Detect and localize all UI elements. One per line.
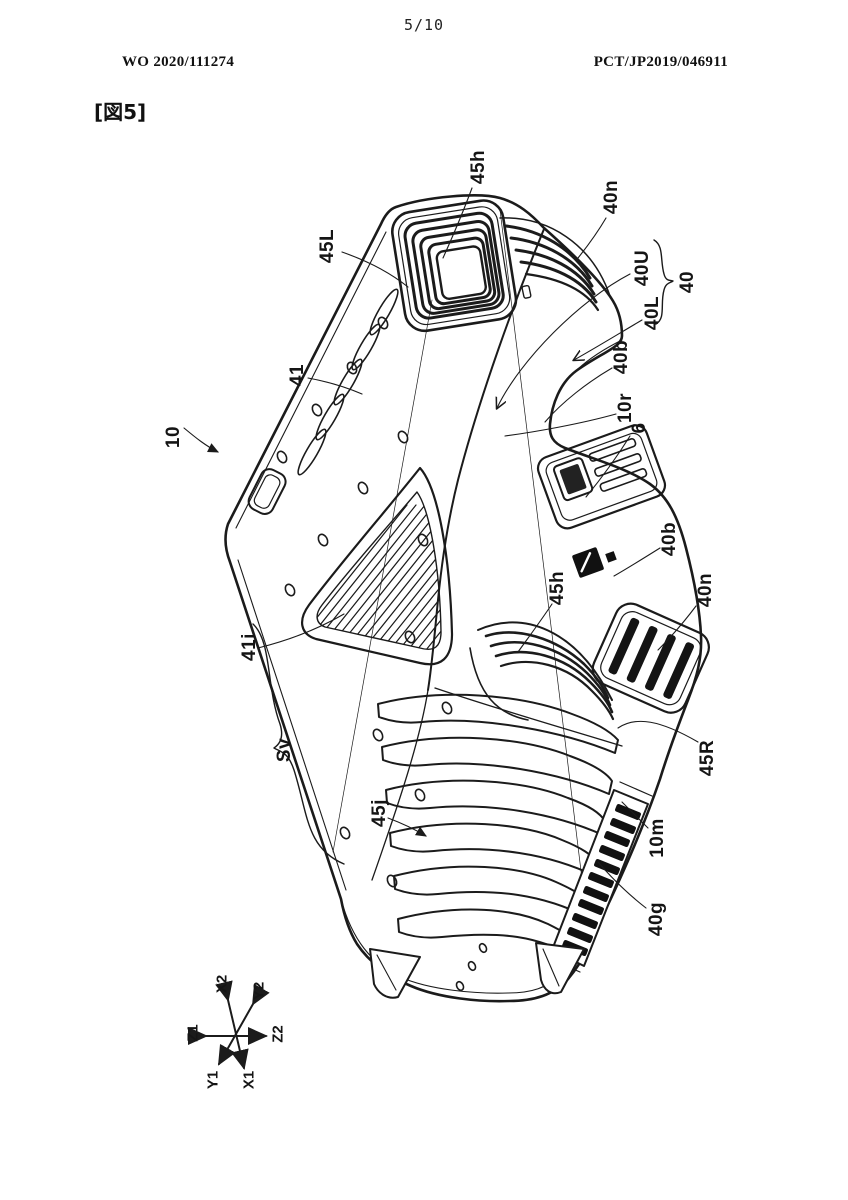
axis-indicator xyxy=(188,980,270,1070)
leader-40U xyxy=(497,273,631,408)
ref-label-45L: 45L xyxy=(317,228,338,264)
stand-feet xyxy=(369,942,585,999)
leader-40n-mid xyxy=(657,605,697,651)
ref-label-41i: 41i xyxy=(239,633,260,661)
leader-10r xyxy=(504,413,617,437)
axis-label-Y1: Y1 xyxy=(204,1070,222,1090)
ref-label-45h-mid: 45h xyxy=(547,570,568,606)
ref-label-6: 6 xyxy=(629,422,650,434)
axis-label-X2: X2 xyxy=(213,974,231,994)
leader-45R xyxy=(617,720,699,743)
page-number: 5/10 xyxy=(403,16,445,34)
corner-vent-bottom-left xyxy=(469,621,615,721)
leader-41 xyxy=(307,377,363,395)
brace-sv xyxy=(252,623,345,865)
ref-label-45j: 45j xyxy=(369,799,390,827)
ref-label-40U: 40U xyxy=(632,249,653,287)
leader-lines xyxy=(183,187,699,909)
brace-40 xyxy=(653,239,674,325)
axis-y xyxy=(218,983,270,1066)
corner-vent-top-left xyxy=(391,199,518,333)
corner-vent-bottom-right xyxy=(591,602,710,714)
ref-label-45R: 45R xyxy=(697,739,718,777)
ref-label-10r: 10r xyxy=(615,392,636,424)
ref-label-45h-top: 45h xyxy=(468,149,489,185)
ref-label-40g: 40g xyxy=(646,901,667,937)
power-emblem xyxy=(572,547,617,578)
ref-label-40n-top: 40n xyxy=(601,179,622,215)
axis-label-Y2: Y2 xyxy=(250,981,268,1001)
figure-label: [図5] xyxy=(94,100,147,124)
ref-label-40-group: 40 xyxy=(677,270,698,294)
leader-45L xyxy=(341,251,409,288)
ref-label-40b-mid: 40b xyxy=(659,521,680,557)
screw-holes xyxy=(276,316,488,992)
leader-45h-mid xyxy=(517,603,553,653)
ref-label-40L: 40L xyxy=(642,295,663,331)
ref-label-41: 41 xyxy=(287,363,308,387)
leader-40b-mid xyxy=(613,547,661,577)
leader-45h-top xyxy=(442,187,473,259)
axis-label-Z2: Z2 xyxy=(269,1025,287,1043)
leader-10m xyxy=(621,801,649,829)
io-bay xyxy=(536,424,667,530)
leader-40g xyxy=(597,861,647,909)
console-body-outline xyxy=(224,194,703,1003)
ref-label-40b-upper: 40b xyxy=(611,339,632,375)
leader-40n-top xyxy=(577,217,607,259)
application-number: PCT/JP2019/046911 xyxy=(593,54,728,70)
leader-10 xyxy=(183,427,219,453)
ref-label-10m: 10m xyxy=(647,818,668,858)
leader-45j xyxy=(387,817,427,837)
left-connector-slot xyxy=(247,468,287,515)
ref-label-10: 10 xyxy=(163,425,184,449)
axis-label-Z1: Z1 xyxy=(184,1024,202,1042)
publication-number: WO 2020/111274 xyxy=(122,54,235,70)
side-vent-slots xyxy=(297,288,399,476)
leader-6 xyxy=(585,435,631,498)
corner-vent-top-right xyxy=(499,217,611,312)
ref-label-Sv: Sv xyxy=(274,737,295,763)
leader-40b-upper xyxy=(544,367,613,423)
ref-label-40n-mid: 40n xyxy=(695,572,716,608)
axis-label-X1: X1 xyxy=(240,1070,258,1090)
leader-41i xyxy=(257,613,345,649)
leader-40L xyxy=(574,319,643,360)
